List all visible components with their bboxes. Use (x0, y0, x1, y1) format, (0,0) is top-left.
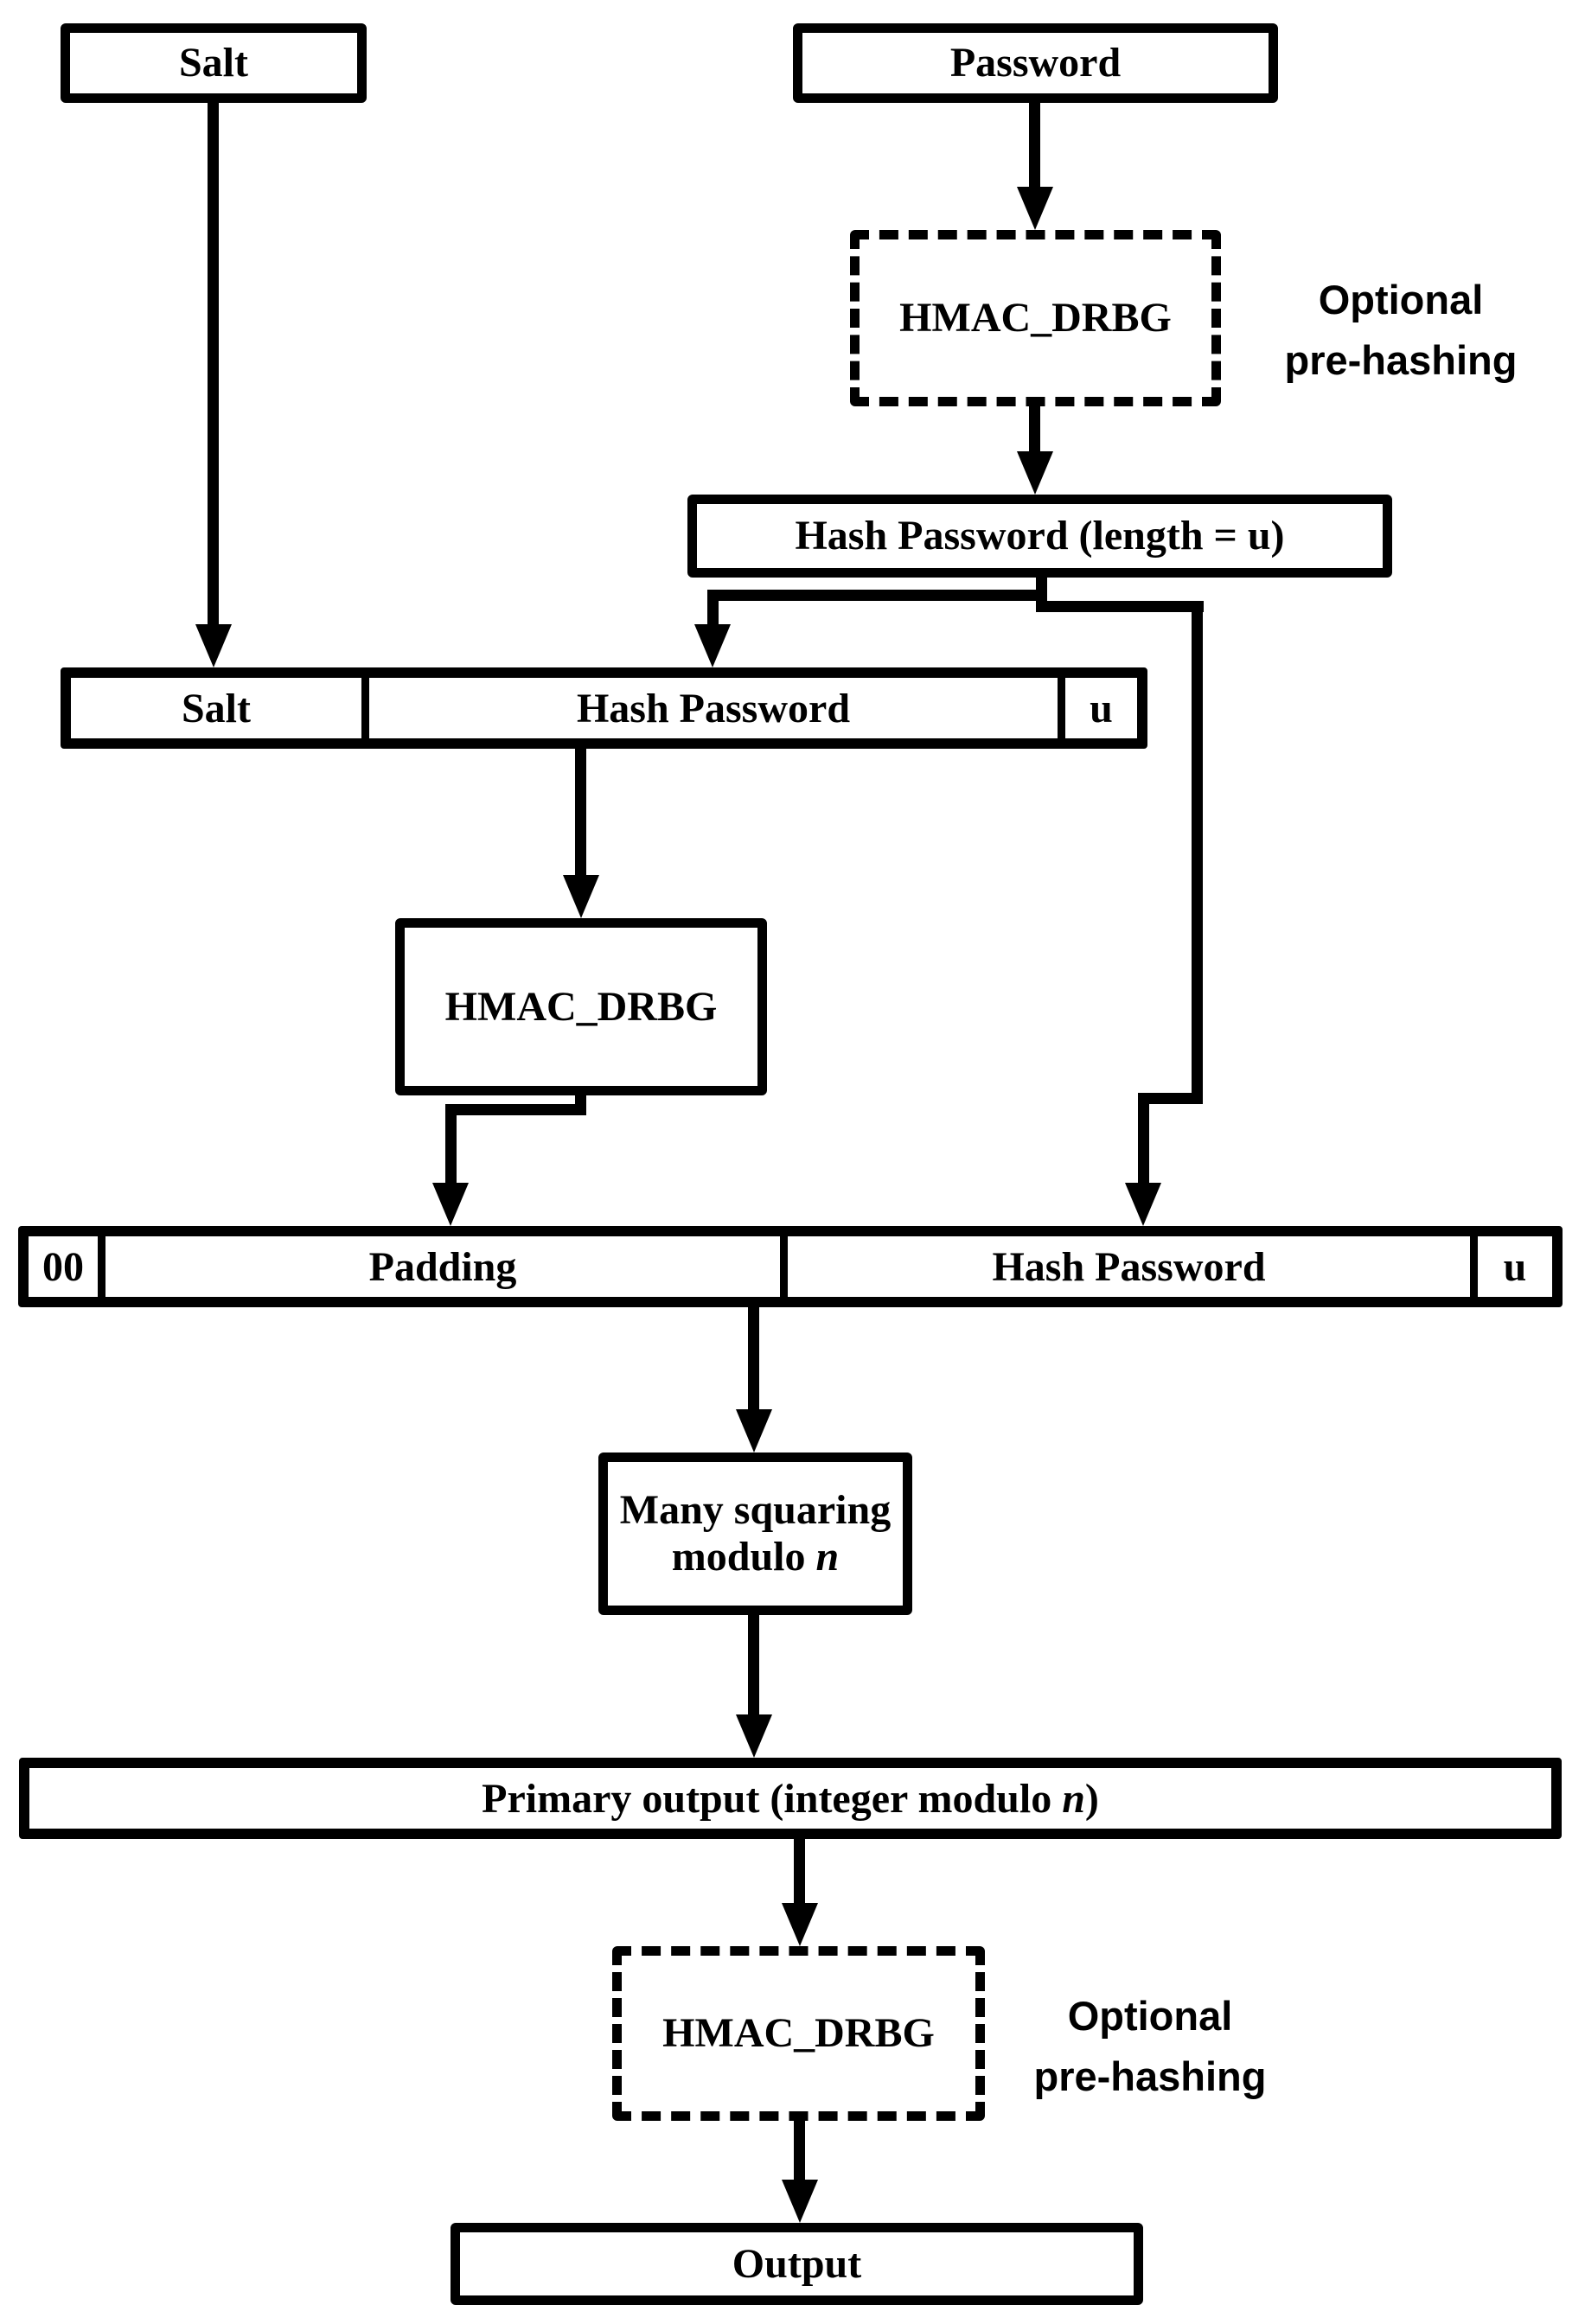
many-squaring-line2-prefix: modulo (671, 1534, 816, 1580)
salt-box: Salt (61, 23, 367, 103)
concat-bar-1: Salt Hash Password u (61, 667, 1147, 749)
concat2-cell-hash-password: Hash Password (788, 1236, 1478, 1297)
hmac-drbg-main-box: HMAC_DRBG (395, 918, 767, 1095)
connector-right-branch-jog (1138, 1093, 1203, 1104)
modulus-n-symbol: n (815, 1534, 840, 1580)
concat2-u-label: u (1503, 1243, 1527, 1290)
connector-right-branch-drop (1192, 601, 1203, 1104)
many-squaring-line1: Many squaring (619, 1487, 892, 1534)
concat2-00-label: 00 (42, 1243, 84, 1290)
output-box: Output (451, 2223, 1143, 2305)
concat1-cell-salt: Salt (71, 678, 369, 738)
concat1-u-label: u (1090, 685, 1113, 731)
arrowhead-password-into-hmac (1017, 187, 1053, 230)
arrowhead-hash-into-concat2 (1125, 1183, 1161, 1226)
hash-password-length-box: Hash Password (length = u) (687, 495, 1392, 578)
concat2-cell-00: 00 (29, 1236, 105, 1297)
arrowhead-into-output (782, 2180, 818, 2223)
modulus-n-symbol: n (1062, 1775, 1085, 1822)
arrowhead-hash-into-concat1 (694, 624, 731, 667)
concat2-hash-password-label: Hash Password (992, 1243, 1266, 1290)
concat1-cell-hash-password: Hash Password (369, 678, 1065, 738)
hash-password-length-label: Hash Password (length = u) (795, 513, 1285, 559)
primary-output-suffix: ) (1084, 1775, 1099, 1822)
hmac-drbg-label-3: HMAC_DRBG (662, 2010, 935, 2057)
connector-salt-down (208, 102, 219, 624)
many-squaring-line2: modulo n (672, 1534, 839, 1580)
concat1-cell-u: u (1065, 678, 1137, 738)
password-label: Password (949, 40, 1122, 86)
salt-label: Salt (178, 40, 248, 86)
connector-right-branch-horizontal (1036, 601, 1204, 612)
hmac-drbg-label-2: HMAC_DRBG (444, 983, 718, 1030)
hmac-drbg-prehash-box-1: HMAC_DRBG (850, 230, 1221, 406)
arrowhead-padding-into-concat2 (432, 1183, 469, 1226)
arrowhead-into-hmac-main (563, 875, 599, 918)
connector-left-branch-drop (707, 590, 719, 624)
concat1-salt-label: Salt (181, 685, 251, 731)
connector-concat2-down (748, 1307, 759, 1409)
arrowhead-into-hashlen (1017, 451, 1053, 495)
connector-squaring-down (748, 1615, 759, 1714)
connector-concat1-down (575, 749, 586, 875)
primary-output-prefix: Primary output (integer modulo (482, 1775, 1063, 1822)
password-box: Password (793, 23, 1278, 103)
optional-prehashing-note-2: Optional pre-hashing (1033, 1993, 1267, 2099)
connector-hmac-main-jog (445, 1104, 586, 1115)
arrowhead-into-primary-output (736, 1714, 772, 1758)
concat2-padding-label: Padding (368, 1243, 517, 1290)
output-label: Output (732, 2240, 862, 2287)
connector-right-branch-drop-2 (1138, 1093, 1149, 1183)
primary-output-label: Primary output (integer modulo n) (482, 1775, 1099, 1823)
concat-bar-2: 00 Padding Hash Password u (18, 1226, 1563, 1307)
primary-output-cell: Primary output (integer modulo n) (29, 1768, 1551, 1829)
arrowhead-salt-into-concat1 (195, 624, 232, 667)
connector-hmac-main-drop (445, 1104, 457, 1183)
arrowhead-into-squaring (736, 1409, 772, 1452)
optional-prehashing-note-1: Optional pre-hashing (1284, 277, 1518, 383)
connector-password-down (1029, 102, 1040, 187)
connector-hmac1-down (1029, 406, 1040, 451)
hmac-drbg-prehash-box-2: HMAC_DRBG (612, 1946, 985, 2121)
primary-output-bar: Primary output (integer modulo n) (19, 1758, 1562, 1839)
concat1-hash-password-label: Hash Password (576, 685, 851, 731)
connector-hmac-post-down (794, 2121, 805, 2180)
concat2-cell-u: u (1478, 1236, 1552, 1297)
many-squaring-box: Many squaring modulo n (598, 1452, 912, 1615)
concat2-cell-padding: Padding (105, 1236, 788, 1297)
connector-left-branch-horizontal (709, 590, 1042, 601)
hmac-drbg-label-1: HMAC_DRBG (899, 295, 1172, 342)
connector-primary-output-down (794, 1839, 805, 1903)
arrowhead-into-hmac-post (782, 1903, 818, 1946)
